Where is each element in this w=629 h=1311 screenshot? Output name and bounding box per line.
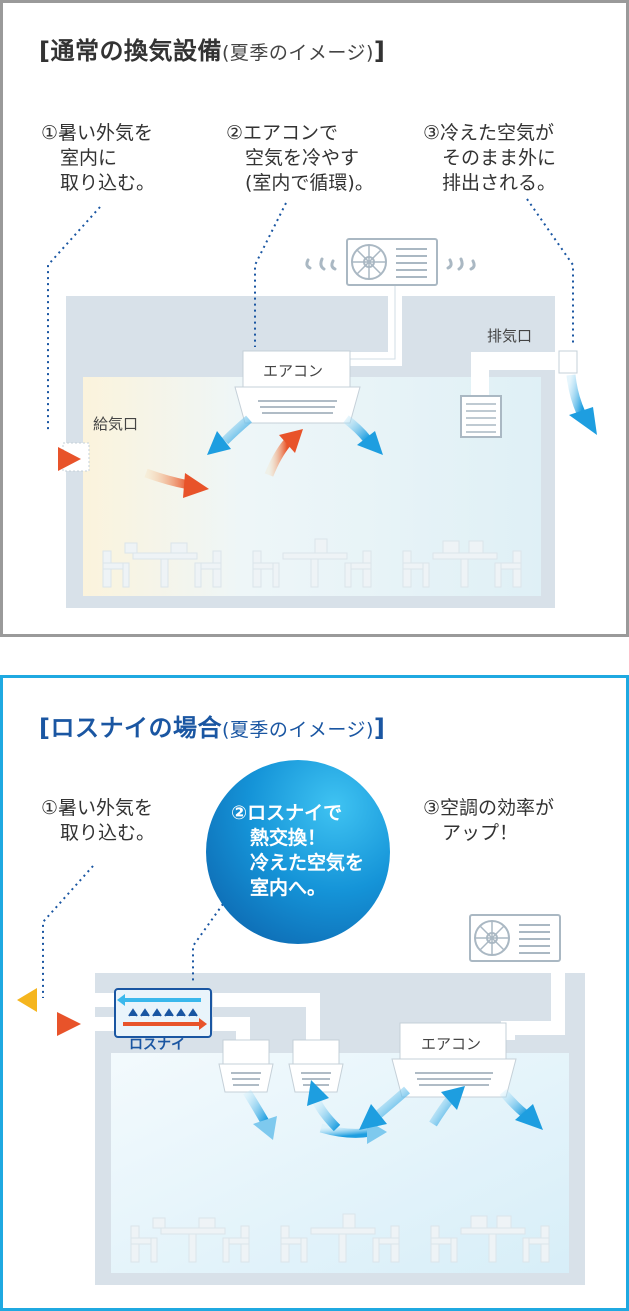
outdoor-unit-icon — [305, 238, 476, 286]
label-supply: 給気口 — [93, 415, 139, 433]
lossnay-bubble-text: ②ロスナイで 熱交換！ 冷えた空気を 室内へ。 — [231, 802, 365, 899]
table-chair-icon — [102, 538, 522, 588]
note-hot-intake: ①暑い外気を 室内に 取り込む。 — [41, 122, 156, 194]
note-efficiency: ③空調の効率が アップ！ — [423, 797, 555, 844]
panel1-title: [通常の換気設備(夏季のイメージ)] — [39, 37, 386, 65]
lossnay-panel: [ロスナイの場合(夏季のイメージ)] ①暑い外気を 取り込む。 ②ロスナイで 熱… — [0, 675, 629, 1311]
note-hot-intake: ①暑い外気を 取り込む。 — [41, 797, 156, 844]
ceiling-ac-icon — [234, 350, 361, 424]
vent-grille-icon — [460, 395, 502, 438]
label-lossnay: ロスナイ — [129, 1037, 185, 1053]
label-ac: エアコン — [263, 362, 324, 380]
lossnay-unit-icon — [114, 988, 212, 1038]
outdoor-unit-icon — [469, 914, 561, 962]
normal-ventilation-panel: [通常の換気設備(夏季のイメージ)] ①暑い外気を 室内に 取り込む。 ②エアコ… — [0, 0, 629, 637]
lossnay-bubble — [206, 760, 390, 944]
label-ac: エアコン — [421, 1035, 482, 1053]
note-exhaust: ③冷えた空気が そのまま外に 排出される。 — [423, 122, 557, 194]
panel2-scene — [17, 865, 585, 1285]
ceiling-ac-icon — [391, 1022, 517, 1098]
panel2-title: [ロスナイの場合(夏季のイメージ)] — [39, 714, 386, 742]
note-ac-cooling: ②エアコンで 空気を冷やす (室内で循環)。 — [226, 122, 374, 194]
table-chair-icon — [130, 1213, 550, 1263]
panel1-scene — [25, 198, 597, 608]
ceiling-diffuser-icon — [218, 1039, 344, 1093]
label-exhaust: 排気口 — [487, 327, 533, 345]
